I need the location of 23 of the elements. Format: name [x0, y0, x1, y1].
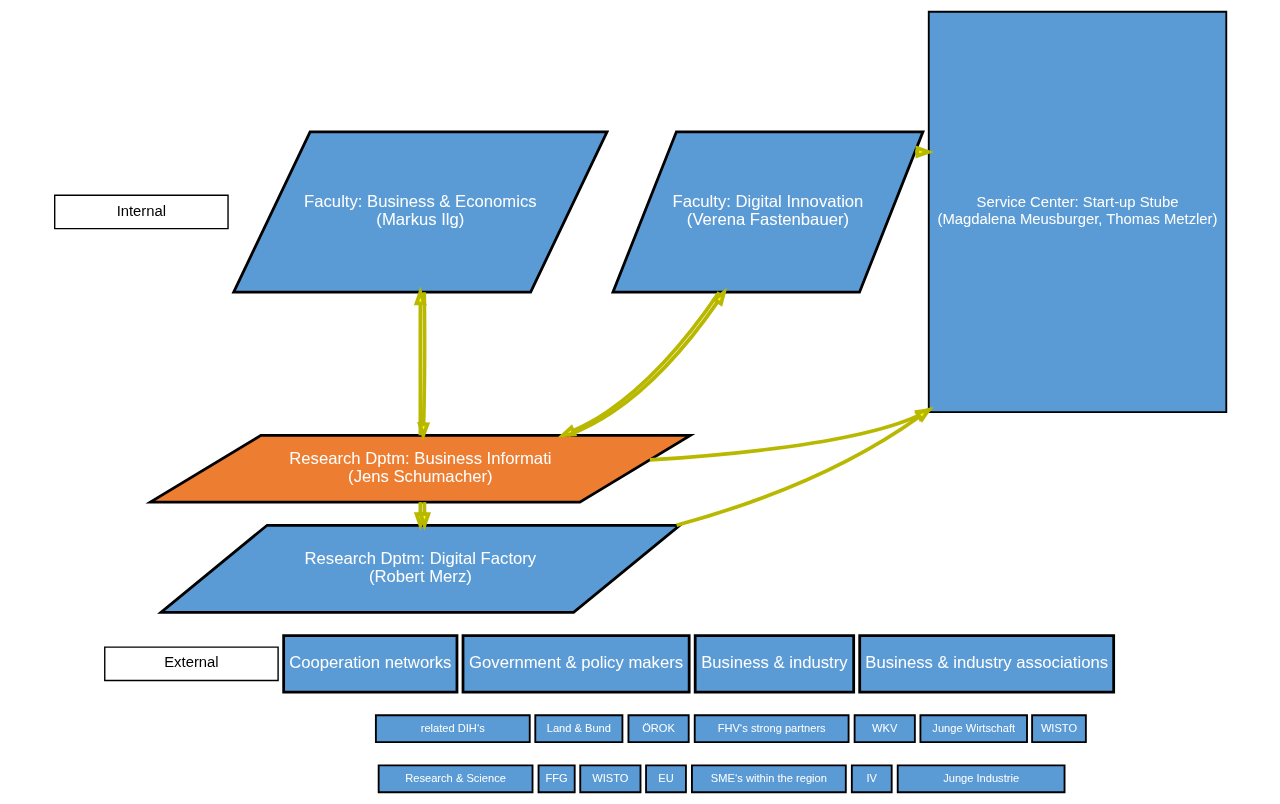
node-box: WISTO — [578, 764, 641, 794]
node-box: SME‘s within the region — [690, 764, 847, 794]
node-box: Service Center: Start-up Stube (Magdalena Meusburger, Thomas Metzler) — [927, 10, 1227, 414]
node-box: EU — [644, 764, 687, 794]
node-box: Government & policy makers — [461, 634, 691, 694]
node-box: Junge Wirtschaft — [919, 714, 1028, 744]
node-box: Junge Industrie — [896, 764, 1065, 794]
node-box: IV — [850, 764, 893, 794]
node-box: ÖROK — [627, 714, 690, 744]
node-box: FHV‘s strong partners — [693, 714, 849, 744]
node-box: Research & Science — [377, 764, 533, 794]
arrow — [413, 286, 427, 436]
node-box: External — [103, 646, 279, 682]
node-box: Cooperation networks — [281, 634, 458, 694]
arrow — [416, 292, 430, 441]
node-box: related DIH‘s — [374, 714, 531, 744]
node-box: Business & industry — [693, 634, 855, 694]
node-box: Internal — [53, 194, 229, 230]
node-box: Business & industry associations — [857, 634, 1115, 694]
node-box: WISTO — [1030, 714, 1087, 744]
node-box: FFG — [537, 764, 576, 794]
node-box: WKV — [853, 714, 916, 744]
node-box: Land & Bund — [533, 714, 623, 744]
